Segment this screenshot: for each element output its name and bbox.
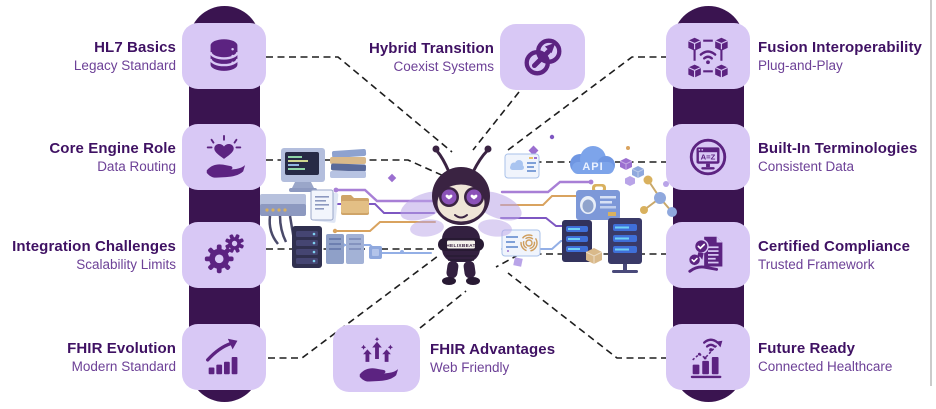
slide-edge-line (930, 0, 932, 386)
feature-text-hybrid-transition: Hybrid Transition Coexist Systems (329, 39, 494, 76)
folder (341, 195, 369, 215)
feature-text-built-in-terminologies: Built-In Terminologies Consistent Data (758, 139, 936, 176)
mascot-antennae (435, 149, 489, 174)
feature-subtitle: Consistent Data (758, 159, 855, 174)
growth-arrow-chart-icon (206, 338, 238, 375)
a-to-z-monitor-icon: A=Z (689, 138, 727, 176)
feature-title: Integration Challenges (12, 238, 176, 255)
feature-subtitle: Legacy Standard (73, 58, 176, 73)
feature-text-core-engine-role: Core Engine Role Data Routing (0, 139, 176, 176)
feature-subtitle: Coexist Systems (393, 59, 494, 74)
feature-tile-hl7-basics (182, 23, 266, 89)
database-icon (209, 39, 239, 71)
document-stack (310, 189, 339, 223)
connector-hl7-basics (266, 56, 453, 153)
feature-tile-core-engine-role (182, 124, 266, 190)
feature-title: Hybrid Transition (368, 40, 494, 57)
feature-tile-fhir-advantages (333, 325, 420, 392)
fingerprint-card (501, 229, 541, 257)
server-tower (292, 226, 322, 268)
bee-mascot: HELIXBEAT (400, 145, 522, 285)
feature-title: Built-In Terminologies (758, 140, 918, 157)
feature-title: HL7 Basics (94, 39, 176, 56)
feature-subtitle: Web Friendly (430, 360, 510, 375)
feature-tile-built-in-terminologies: A=Z (666, 124, 750, 190)
connected-cubes-wifi-icon (688, 37, 728, 78)
connector-lines (266, 56, 668, 359)
api-cloud-label: API (582, 161, 603, 173)
feature-text-fusion-interoperability: Fusion Interoperability Plug-and-Play (758, 38, 936, 75)
mascot-wing (410, 219, 444, 237)
feature-title: FHIR Evolution (67, 340, 176, 357)
mascot-wing (478, 219, 512, 237)
connector-future-ready (507, 272, 668, 359)
server-tower-stand (608, 218, 642, 273)
feature-text-fhir-evolution: FHIR Evolution Modern Standard (0, 339, 176, 376)
connector-hybrid-transition (472, 91, 520, 151)
feature-text-certified-compliance: Certified Compliance Trusted Framework (758, 237, 936, 274)
server-rack (326, 234, 364, 264)
feature-tile-future-ready (666, 324, 750, 390)
feature-subtitle: Plug-and-Play (758, 58, 843, 73)
feature-tile-integration-challenges (182, 222, 266, 288)
feature-subtitle: Connected Healthcare (758, 359, 893, 374)
chip (369, 246, 382, 259)
certificate-badge-icon (688, 236, 723, 273)
feature-text-fhir-advantages: FHIR Advantages Web Friendly (430, 340, 595, 377)
api-cloud: API (570, 146, 615, 174)
feature-tile-hybrid-transition (500, 24, 585, 90)
mascot-chest-label: HELIXBEAT (446, 243, 476, 249)
feature-tile-fhir-evolution (182, 324, 266, 390)
feature-title: Certified Compliance (758, 238, 911, 255)
gears-icon (204, 234, 244, 274)
tan-cube (585, 248, 603, 264)
feature-title: FHIR Advantages (430, 341, 556, 358)
id-badge-card (576, 184, 620, 220)
feature-text-integration-challenges: Integration Challenges Scalability Limit… (0, 237, 176, 274)
book-stack (330, 148, 367, 178)
crt-computer (281, 148, 325, 192)
feature-subtitle: Scalability Limits (76, 257, 176, 272)
linked-rings-arrow-icon (524, 38, 561, 76)
data-cubes (619, 158, 645, 186)
feature-text-future-ready: Future Ready Connected Healthcare (758, 339, 936, 376)
connector-fhir-advantages (419, 290, 467, 329)
a-to-z-label: A=Z (701, 152, 716, 161)
feature-subtitle: Modern Standard (71, 359, 176, 374)
feature-subtitle: Data Routing (97, 159, 176, 174)
molecule-network (640, 175, 677, 217)
connector-fusion-interoperability (507, 56, 668, 151)
feature-subtitle: Trusted Framework (758, 257, 875, 272)
mascot-smile (454, 214, 468, 219)
health-card (504, 153, 540, 179)
feature-text-hl7-basics: HL7 Basics Legacy Standard (0, 38, 176, 75)
hand-rising-arrows-icon (359, 336, 398, 382)
feature-tile-certified-compliance (666, 222, 750, 288)
growth-wifi-chart-icon (690, 338, 723, 379)
feature-title: Fusion Interoperability (758, 39, 922, 56)
feature-title: Future Ready (758, 340, 856, 357)
server-tower-right (562, 220, 592, 262)
feature-tile-fusion-interoperability (666, 23, 750, 89)
feature-title: Core Engine Role (49, 140, 176, 157)
hand-heart-icon (206, 134, 246, 178)
